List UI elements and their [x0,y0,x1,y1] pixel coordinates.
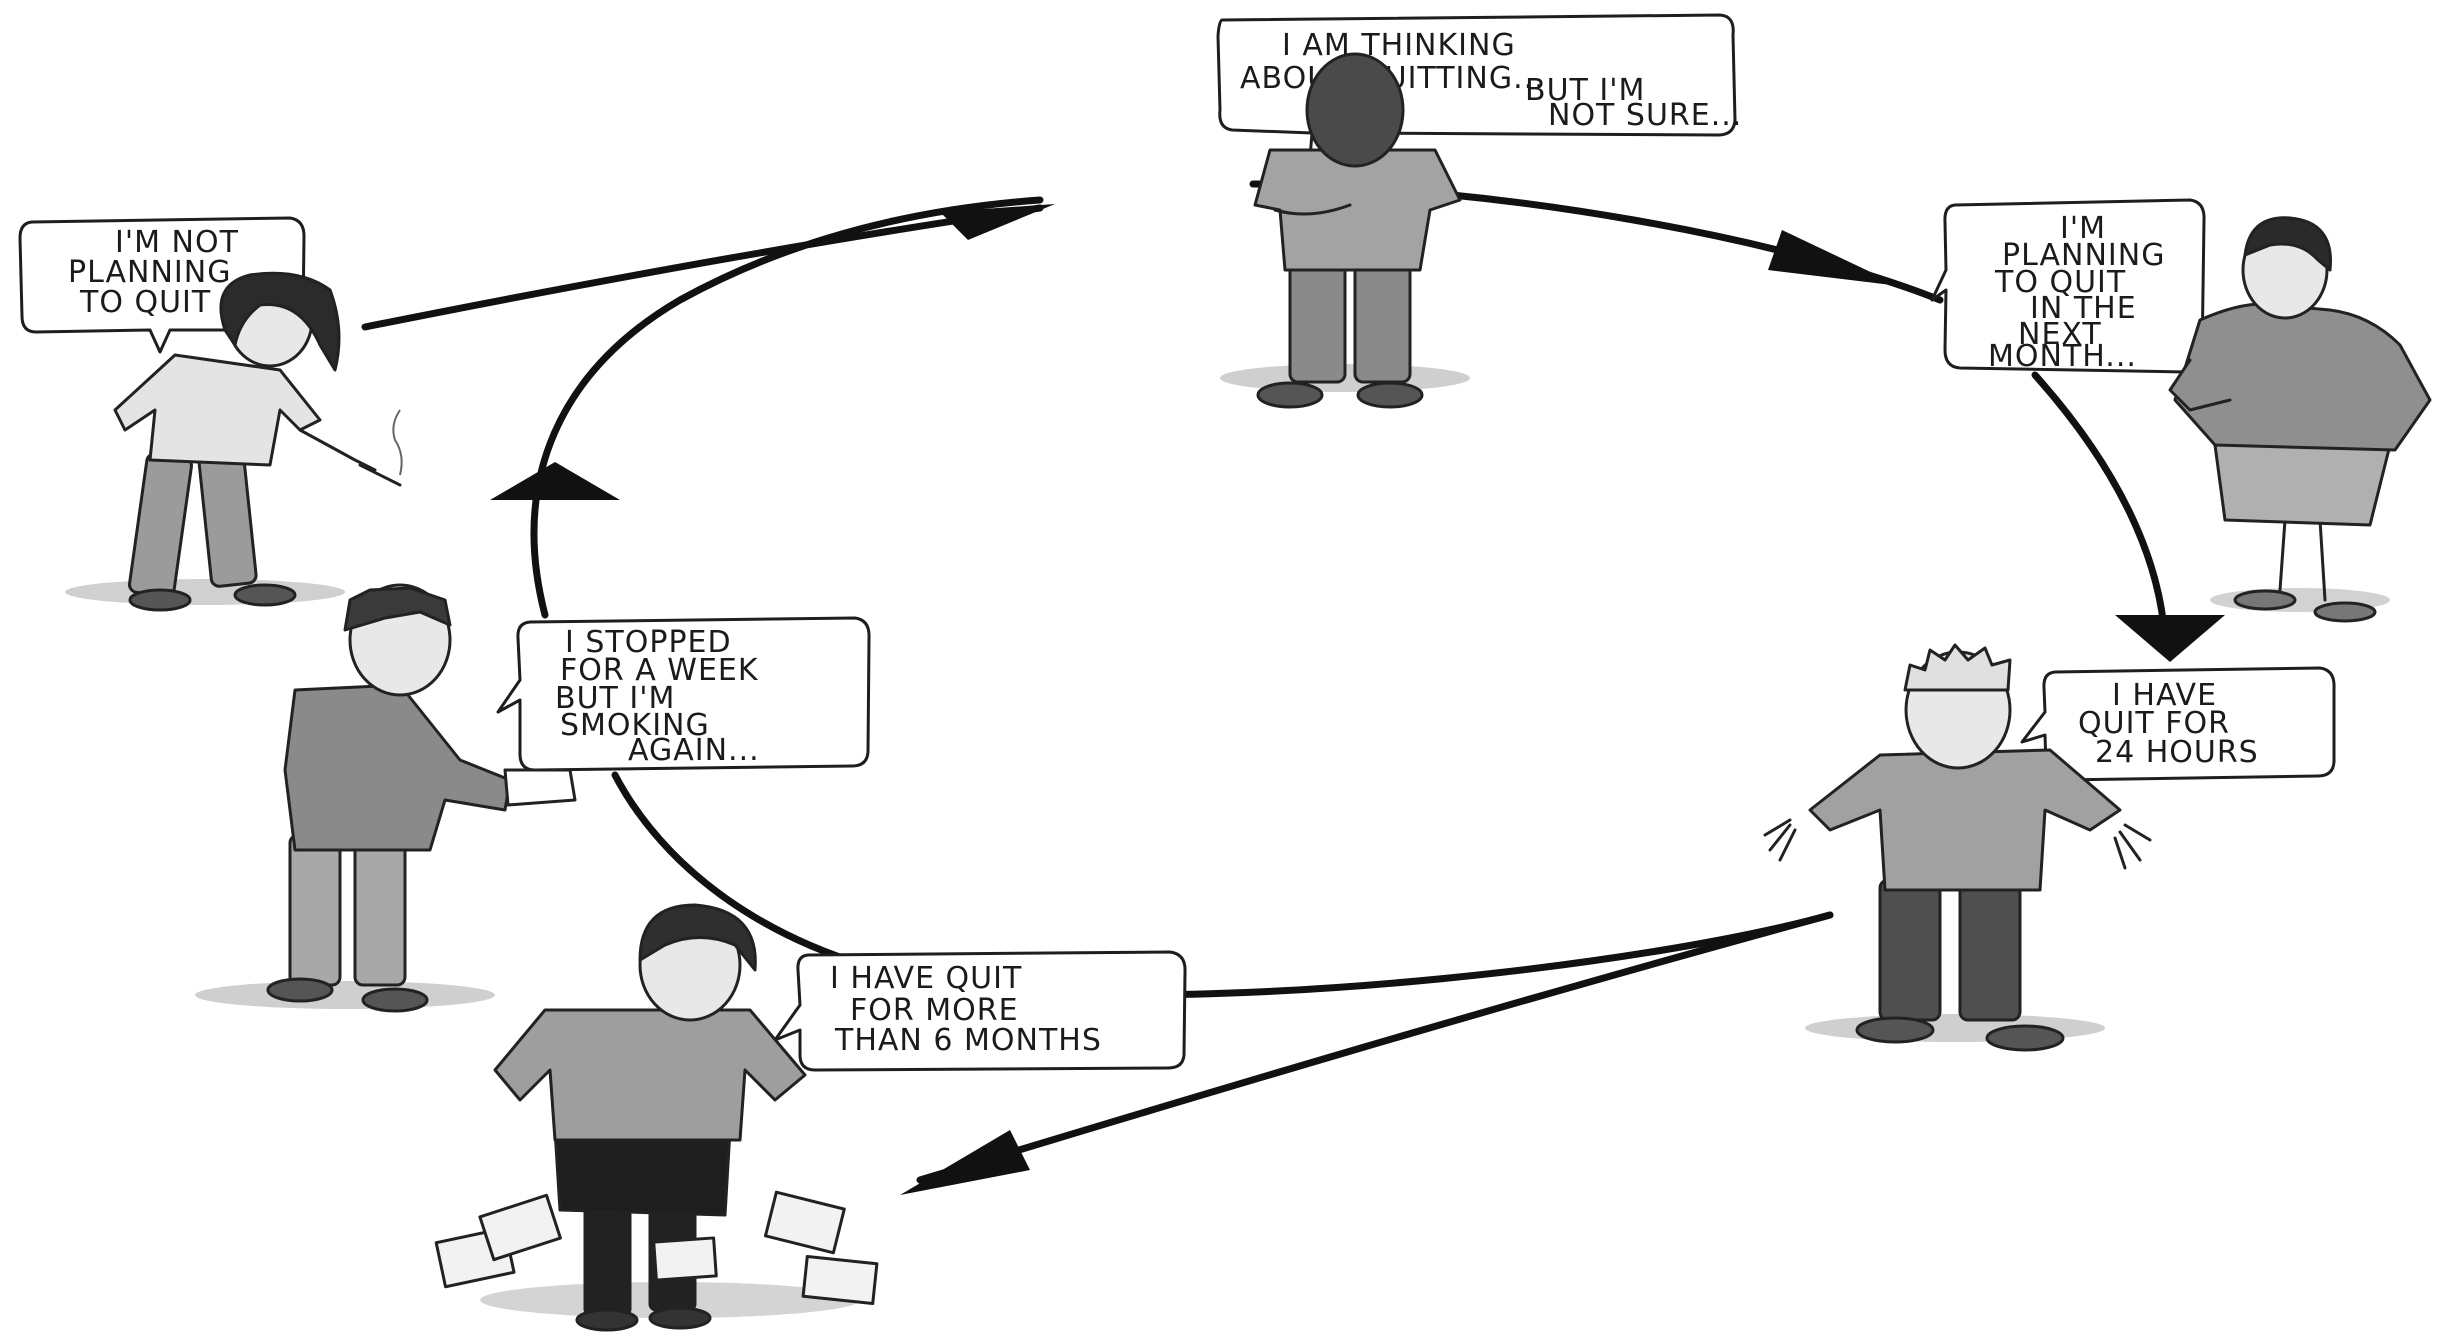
arrowhead-to-maintenance [900,1130,1030,1195]
bubble-line: NOT SURE... [1548,98,1742,133]
bubble-line: BUT I'M [555,681,675,716]
speech-bubble-relapse: I STOPPED FOR A WEEK BUT I'M SMOKING AGA… [496,616,871,772]
bubble-line: I STOPPED [565,625,732,660]
bubble-line: PLANNING [2002,238,2165,273]
bubble-line: AGAIN... [628,733,760,768]
bubble-line: FOR A WEEK [560,653,759,688]
bubble-line: I'M NOT [115,225,239,260]
calendar-pages [434,1190,879,1306]
figure-action [1763,643,2152,1052]
bubble-line: NEXT [2018,317,2102,352]
arrow-precontemplation-to-contemplation [361,204,1044,331]
speech-bubble-contemplation: I AM THINKING ABOUT QUITTING... BUT I'M … [1216,13,1742,160]
arrow-action-to-maintenance [916,911,1834,1184]
bubble-line: I'M [2060,211,2106,246]
bubble-line: QUIT FOR [2078,706,2230,741]
speech-bubble-action: I HAVE QUIT FOR 24 HOURS [2020,666,2336,782]
figure-preparation [2168,216,2432,623]
bubble-line: MONTH... [1988,339,2137,374]
figure-relapse [195,583,577,1013]
figure-maintenance [434,903,879,1332]
bubble-line: I AM THINKING [1282,28,1516,63]
arrowhead-relapse-upward [490,462,620,500]
arrowhead-to-preparation [1768,230,1900,286]
speech-bubble-maintenance: I HAVE QUIT FOR MORE THAN 6 MONTHS [773,950,1187,1072]
bubble-line: TO QUIT [1994,265,2126,300]
figure-precontemplation [65,271,403,612]
bubble-line: I HAVE [2112,678,2217,713]
bubble-line: TO QUIT [79,285,211,320]
figure-contemplation [1220,52,1470,409]
speech-bubble-preparation: I'M PLANNING TO QUIT IN THE NEXT MONTH..… [1930,198,2206,374]
arc-relapse-to-contemplation [530,196,1044,619]
bubble-line: BUT I'M [1525,73,1645,108]
arrowhead-to-action [2115,615,2225,662]
arc-preparation-to-action [2031,371,2169,644]
bubble-line: I HAVE QUIT [830,961,1022,996]
bubble-line: 24 HOURS [2095,735,2259,770]
bubble-line: FOR MORE [850,993,1019,1028]
bubble-line: IN THE [2030,291,2137,326]
bubble-line: PLANNING [68,255,231,290]
bubble-line: THAN 6 MONTHS [834,1023,1102,1058]
arrowhead-to-contemplation [940,204,1055,240]
bubble-line: SMOKING [560,708,710,743]
speech-bubble-precontemplation: I'M NOT PLANNING TO QUIT [18,216,306,354]
